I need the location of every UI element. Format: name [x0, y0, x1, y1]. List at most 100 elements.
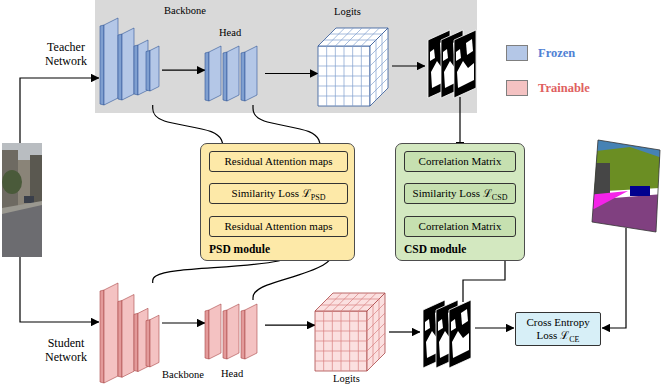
loss-box: Similarity Loss ℒPSD	[209, 183, 348, 204]
plate-face	[209, 304, 221, 359]
module-panel: Correlation MatrixSimilarity Loss ℒCSDCo…	[395, 143, 525, 261]
process-box: Correlation Matrix	[404, 151, 516, 172]
grid-line	[350, 293, 368, 311]
plate-face	[122, 28, 134, 100]
grid-line	[367, 333, 385, 351]
plate-edge	[146, 320, 150, 367]
grid-line	[367, 323, 385, 341]
plate-face	[227, 46, 239, 101]
plate-edge	[134, 313, 138, 371]
process-box: Correlation Matrix	[404, 216, 516, 237]
grid-line	[361, 28, 379, 46]
box-text: Similarity Loss ℒ	[413, 187, 492, 199]
plate-face	[104, 18, 118, 105]
subscript: PSD	[311, 193, 326, 202]
box-text: Correlation Matrix	[419, 220, 502, 232]
plate-edge	[118, 300, 122, 377]
grid-line	[370, 38, 388, 56]
plate-edge	[241, 310, 245, 359]
grid-line	[321, 305, 373, 306]
grid-line	[370, 58, 388, 76]
box-text: Correlation Matrix	[419, 155, 502, 167]
flow-arrow	[162, 70, 205, 71]
plate-face	[245, 304, 257, 359]
input-wire	[20, 78, 99, 143]
part-name: Backbone	[164, 5, 206, 17]
grid-line	[358, 311, 359, 371]
process-box: Residual Attention maps	[209, 151, 348, 172]
grid-line	[332, 293, 350, 311]
grid-line	[341, 293, 359, 311]
photo-kerb	[2, 201, 42, 214]
flow-wire	[389, 331, 420, 332]
grid-line	[373, 305, 374, 365]
legend-text: Trainable	[538, 79, 590, 97]
score-cube: Logits	[318, 28, 388, 106]
grid-line	[370, 68, 388, 86]
part-name: Backbone	[162, 369, 204, 381]
plate-edge	[205, 310, 209, 359]
cube-drawing	[315, 293, 385, 371]
score-cube: Logits	[315, 293, 385, 371]
plate-edge	[100, 290, 104, 383]
plate-face	[227, 304, 239, 359]
box-text: Residual Attention maps	[224, 220, 332, 232]
flow-arrow	[265, 73, 318, 74]
plate-face	[104, 283, 118, 383]
grid-line	[318, 96, 370, 97]
grid-line	[353, 28, 371, 46]
cube-front	[318, 46, 370, 106]
network-name: Student Network	[40, 336, 92, 364]
grid-line	[315, 341, 367, 342]
plate-edge	[223, 310, 227, 359]
legend-swatch	[506, 45, 528, 61]
grid-line	[344, 28, 362, 46]
plate-face	[150, 46, 159, 91]
legend-swatch	[506, 80, 528, 96]
loss-box: Similarity Loss ℒCSD	[404, 183, 516, 204]
grid-line	[367, 343, 385, 361]
plate-edge	[223, 52, 227, 101]
photo-car	[24, 196, 34, 203]
part-name: Logits	[333, 373, 360, 385]
input-wire	[20, 257, 99, 322]
grid-line	[367, 313, 385, 331]
flow-arrow	[265, 325, 315, 326]
part-name: Head	[221, 368, 243, 380]
module-panel: Residual Attention mapsSimilarity Loss ℒ…	[200, 143, 355, 261]
module-name: PSD module	[209, 243, 270, 256]
grid-line	[382, 34, 383, 94]
grid-line	[327, 28, 345, 46]
grid-line	[370, 78, 388, 96]
grid-line	[367, 303, 385, 321]
plate-edge	[241, 52, 245, 101]
flow-wire	[392, 65, 425, 66]
grid-line	[358, 293, 376, 311]
network-name: Teacher Network	[40, 40, 92, 68]
loss-box: Cross Entropy Loss ℒCE	[515, 312, 601, 346]
plate-face	[245, 46, 257, 101]
grid-line	[318, 76, 370, 77]
grid-line	[370, 48, 388, 66]
grid-line	[330, 34, 382, 35]
grid-line	[376, 40, 377, 100]
feature-stack: Backbone	[100, 18, 162, 105]
photo-sky	[2, 143, 42, 257]
plate-face	[122, 294, 134, 377]
seg-outline	[592, 140, 660, 232]
plate-edge	[100, 25, 104, 105]
grid-line	[327, 299, 379, 300]
box-text: Similarity Loss ℒ	[232, 187, 311, 199]
box-text: Cross Entropy Loss ℒ	[526, 316, 589, 341]
flow-arrow	[162, 322, 205, 323]
subscript: CE	[569, 335, 579, 344]
input-photo	[2, 143, 42, 257]
grid-line	[352, 46, 353, 106]
plate-drawing	[100, 18, 162, 105]
box-text: Residual Attention maps	[224, 155, 332, 167]
plate-drawing	[100, 283, 162, 383]
cube-drawing	[318, 28, 388, 106]
grid-line	[315, 361, 367, 362]
